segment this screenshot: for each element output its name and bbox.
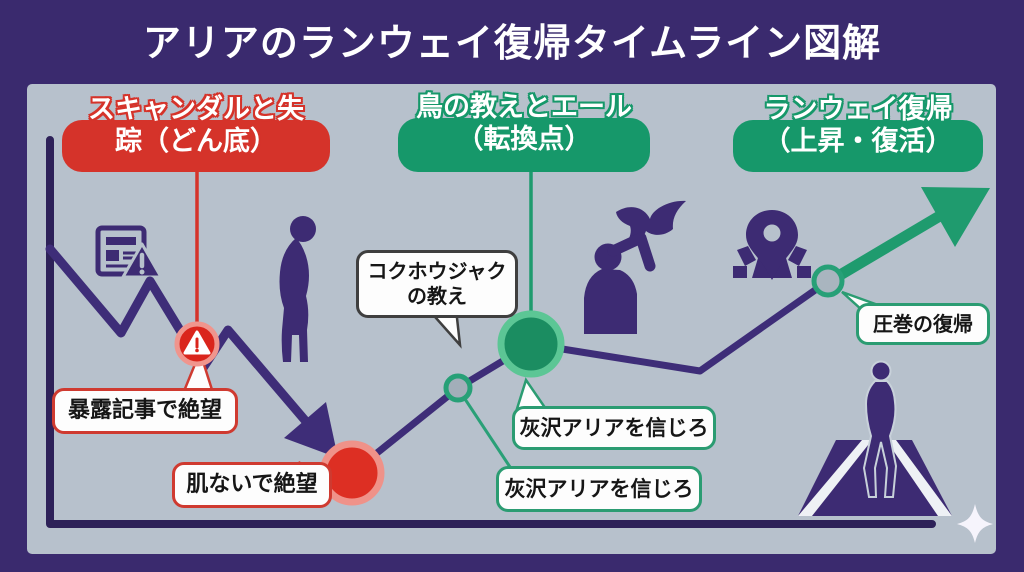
location-pin-stage-icon <box>733 210 811 280</box>
decline-line <box>45 244 314 430</box>
turning-point-node <box>497 310 565 378</box>
newspaper-alert-icon <box>95 225 163 279</box>
axis <box>46 136 936 528</box>
bowed-person-silhouette <box>279 216 316 362</box>
sparkle-icon <box>957 504 993 543</box>
comeback-arrow-shaft <box>824 211 944 287</box>
callout-despair: 肌ないで絶望 <box>172 462 332 508</box>
page-title: アリアのランウェイ復帰タイムライン図解 <box>142 21 882 65</box>
flying-bird-silhouette <box>616 200 686 247</box>
person-looking-up-silhouette <box>584 232 656 334</box>
callout-believe-1: 灰沢アリアを信じろ <box>512 406 716 450</box>
warning-circle-icon <box>174 321 220 367</box>
callout-teaching-text: コクホウジャク の教え <box>367 259 507 308</box>
phase-badge-turning-point-label: 鳥の教えとエール （転換点） <box>416 92 632 156</box>
comeback-arrowhead <box>921 187 990 247</box>
callout-comeback: 圧巻の復帰 <box>856 303 990 345</box>
phase-badge-turning-point: 鳥の教えとエール （転換点） <box>398 92 650 172</box>
believe2-connector <box>457 389 514 471</box>
decline-arrowhead <box>284 402 338 458</box>
comeback-node <box>811 264 845 298</box>
callout-believe-2: 灰沢アリアを信じろ <box>496 466 702 512</box>
phase-badge-scandal: スキャンダルと失 踪（どん底） <box>62 94 330 172</box>
runway-model-silhouette <box>798 360 952 516</box>
phase-badge-return-label: ランウェイ復帰 （上昇・復活） <box>763 94 953 158</box>
believe2-node <box>443 373 473 403</box>
callout-expose: 暴露記事で絶望 <box>52 388 238 434</box>
callout-teaching: コクホウジャク の教え <box>356 250 518 318</box>
phase-badge-return: ランウェイ復帰 （上昇・復活） <box>733 94 983 172</box>
phase-badge-scandal-label: スキャンダルと失 踪（どん底） <box>88 94 304 158</box>
